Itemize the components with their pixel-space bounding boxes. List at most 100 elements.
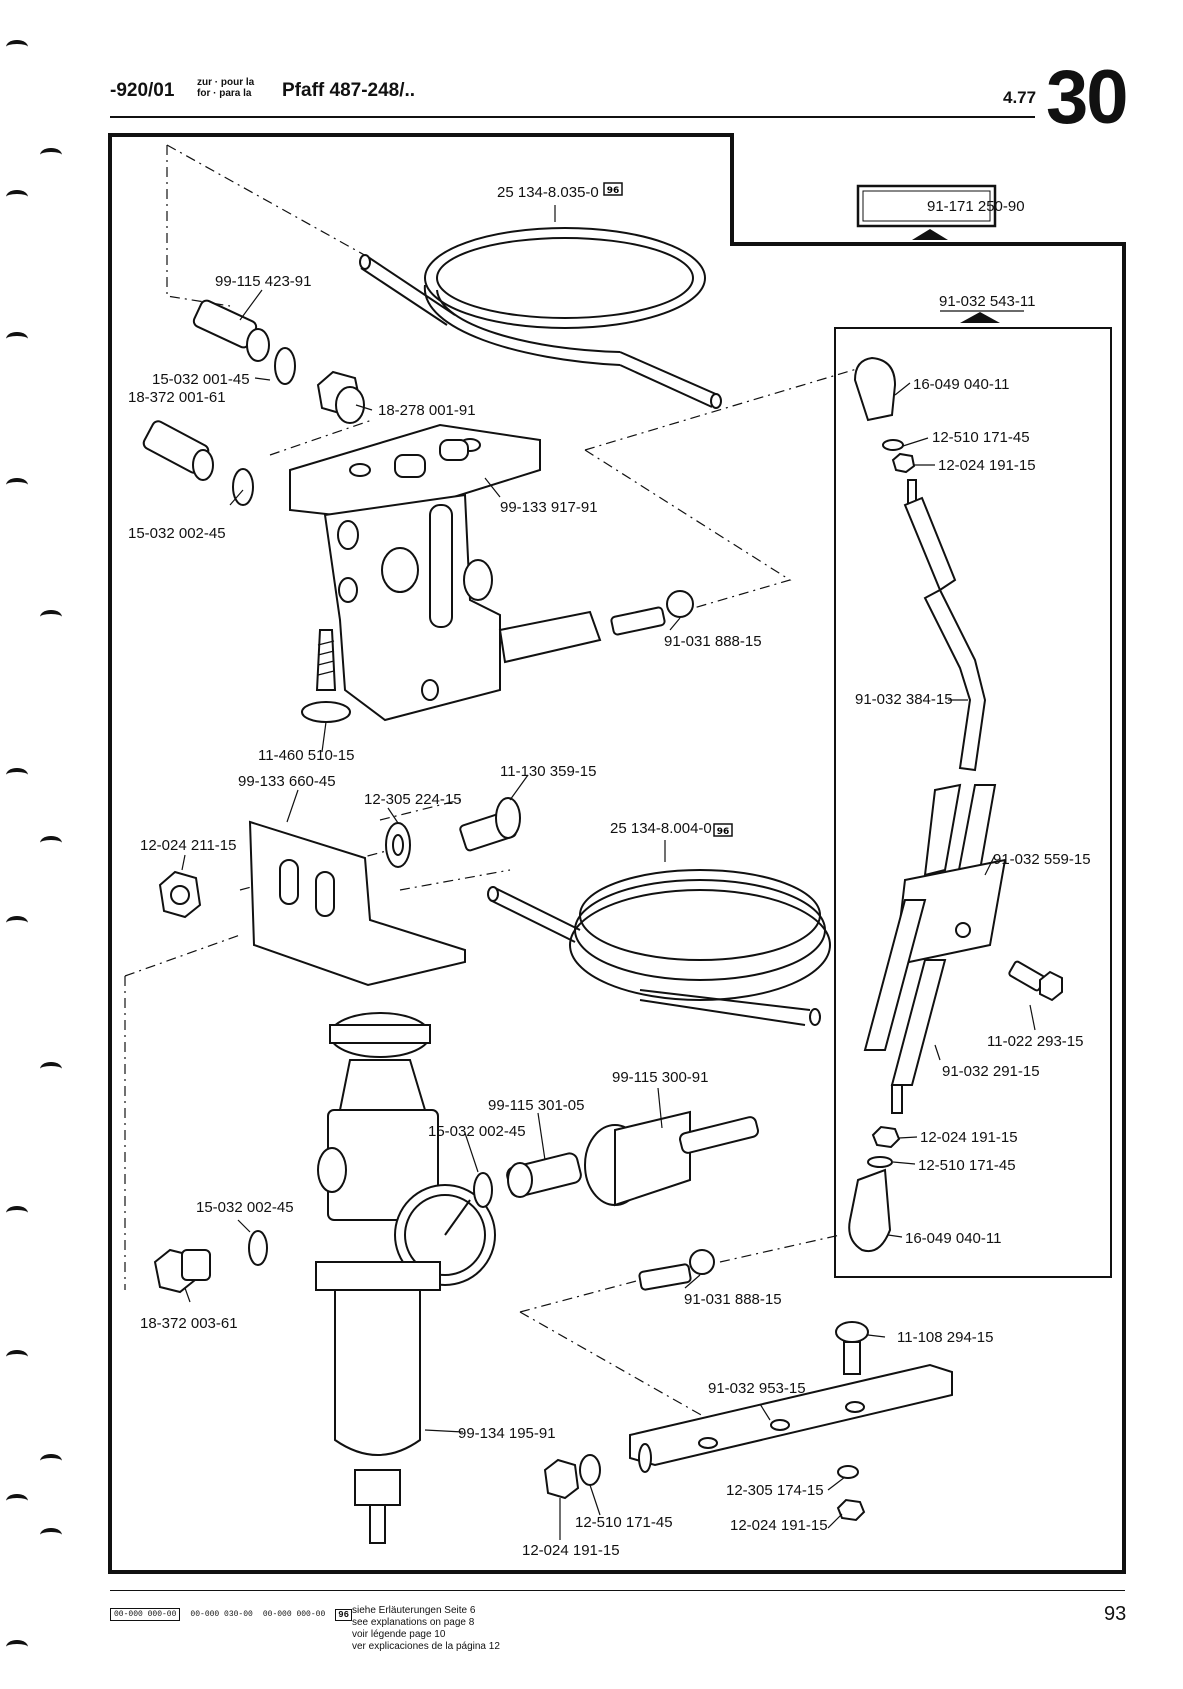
part-label: 18-372 003-61 bbox=[140, 1315, 238, 1332]
punch-mark bbox=[6, 768, 28, 782]
section-number: 30 bbox=[1046, 55, 1129, 140]
footer-explanations: siehe Erläuterungen Seite 6 see explanat… bbox=[352, 1605, 500, 1653]
wood-screw bbox=[301, 629, 351, 723]
hex-screw-11-022-293-15 bbox=[1008, 960, 1063, 1002]
coiled-tube-lower bbox=[487, 869, 831, 1026]
slotted-screw bbox=[835, 1321, 869, 1375]
part-label: 11-460 510-15 bbox=[258, 747, 354, 764]
part-label: 91-031 888-15 bbox=[664, 633, 762, 650]
punch-mark bbox=[6, 40, 28, 54]
coiled-tube-upper bbox=[359, 227, 722, 409]
sub-assembly-number-label: 91-032 543-11 bbox=[939, 293, 1035, 310]
for-label-line-2: for · para la bbox=[197, 88, 252, 99]
part-label: 15-032 002-45 bbox=[196, 1199, 294, 1216]
part-label: 15-032 002-45 bbox=[428, 1123, 526, 1140]
footer-code: 00-000 000-00 bbox=[262, 1610, 326, 1619]
part-label: 91-032 291-15 bbox=[942, 1063, 1040, 1080]
hex-nut bbox=[836, 1498, 866, 1522]
fitting-99-115-423-91 bbox=[192, 299, 270, 362]
part-label: 12-024 191-15 bbox=[730, 1517, 828, 1534]
ball-stud bbox=[638, 1249, 715, 1291]
catalog-icon bbox=[713, 823, 733, 837]
hex-nut bbox=[158, 870, 202, 919]
punch-mark bbox=[40, 1062, 62, 1076]
lock-washer bbox=[579, 1454, 601, 1486]
part-label: 12-510 171-45 bbox=[932, 429, 1030, 446]
part-label: 12-024 191-15 bbox=[938, 457, 1036, 474]
part-label: 91-032 559-15 bbox=[993, 851, 1091, 868]
part-label: 18-278 001-91 bbox=[378, 402, 476, 419]
order-number-box-inner bbox=[862, 190, 991, 222]
punch-mark bbox=[6, 332, 28, 346]
part-label: 99-115 301-05 bbox=[488, 1097, 584, 1114]
order-number-label: 91-171 250-90 bbox=[927, 198, 1025, 215]
part-label: 12-305 174-15 bbox=[726, 1482, 824, 1499]
note-es: ver explicaciones de la página 12 bbox=[352, 1641, 500, 1652]
sub-assembly-frame bbox=[834, 327, 1112, 1278]
mounting-bracket bbox=[248, 820, 466, 987]
catalog-icon bbox=[603, 182, 623, 196]
sealing-ring bbox=[473, 1172, 493, 1208]
sealing-ring bbox=[248, 1230, 268, 1266]
order-number-box bbox=[856, 184, 997, 228]
note-de: siehe Erläuterungen Seite 6 bbox=[352, 1605, 476, 1616]
part-label: 91-032 953-15 bbox=[708, 1380, 806, 1397]
footer-code-boxed: 00-000 000-00 bbox=[110, 1608, 181, 1621]
linkage-rod-assembly bbox=[848, 356, 1007, 1252]
punch-mark bbox=[40, 836, 62, 850]
knurled-screw bbox=[459, 797, 521, 852]
part-label: 15-032 002-45 bbox=[128, 525, 226, 542]
pointer-triangle bbox=[912, 229, 948, 240]
part-label: 15-032 001-45 bbox=[152, 371, 250, 388]
for-label-line-1: zur · pour la bbox=[197, 77, 255, 88]
part-label: 99-133 917-91 bbox=[500, 499, 598, 516]
punch-mark bbox=[40, 610, 62, 624]
punch-mark bbox=[6, 1640, 28, 1654]
part-label: 99-115 423-91 bbox=[215, 273, 311, 290]
diagram-frame bbox=[108, 133, 1126, 1574]
part-label: 99-134 195-91 bbox=[458, 1425, 556, 1442]
leader-lines bbox=[181, 205, 1036, 1540]
filter-regulator bbox=[315, 1012, 496, 1544]
punch-mark bbox=[40, 1528, 62, 1542]
catalog-code: -920/01 bbox=[110, 80, 175, 101]
part-label: 91-031 888-15 bbox=[684, 1291, 782, 1308]
part-label: 25 134-8.004-0 bbox=[610, 820, 712, 837]
flat-bracket bbox=[629, 1363, 953, 1473]
catalog-icon: 96 bbox=[335, 1608, 353, 1621]
punch-mark bbox=[40, 1454, 62, 1468]
valve-block bbox=[289, 423, 602, 722]
pointer-triangle bbox=[960, 312, 1000, 323]
part-label: 12-024 211-15 bbox=[140, 837, 236, 854]
washer bbox=[837, 1465, 859, 1479]
part-label: 12-510 171-45 bbox=[918, 1157, 1016, 1174]
hex-nut bbox=[543, 1458, 580, 1500]
ball-stud bbox=[610, 590, 694, 636]
part-label: 11-108 294-15 bbox=[897, 1329, 993, 1346]
part-label: 12-305 224-15 bbox=[364, 791, 462, 808]
punch-mark bbox=[6, 190, 28, 204]
punch-mark bbox=[6, 1494, 28, 1508]
punch-mark bbox=[6, 916, 28, 930]
punch-mark bbox=[6, 478, 28, 492]
punch-mark bbox=[6, 1350, 28, 1364]
footer-code: 00-000 030-00 bbox=[190, 1610, 253, 1619]
exploded-view-diagram: 96 96 91-171 250-90 91-032 543-11 25 134… bbox=[108, 133, 1126, 1574]
part-label: 12-510 171-45 bbox=[575, 1514, 673, 1531]
part-label: 12-024 191-15 bbox=[522, 1542, 620, 1559]
part-label: 12-024 191-15 bbox=[920, 1129, 1018, 1146]
catalog-icon-text: 96 bbox=[607, 186, 620, 196]
punch-mark bbox=[6, 1206, 28, 1220]
fitting-18-372-003-61 bbox=[153, 1248, 211, 1294]
multilingual-for-label: zur · pour la for · para la bbox=[197, 77, 254, 99]
note-fr: voir légende page 10 bbox=[352, 1629, 446, 1640]
part-label: 11-130 359-15 bbox=[500, 763, 596, 780]
sealing-ring bbox=[274, 347, 296, 385]
footer-codes: 00-000 000-00 00-000 030-00 00-000 000-0… bbox=[110, 1608, 353, 1621]
edition-date: 4.77 bbox=[1003, 88, 1037, 107]
header-rule bbox=[110, 116, 1035, 118]
part-label: 99-115 300-91 bbox=[612, 1069, 708, 1086]
note-en: see explanations on page 8 bbox=[352, 1617, 475, 1628]
part-label: 11-022 293-15 bbox=[987, 1033, 1083, 1050]
